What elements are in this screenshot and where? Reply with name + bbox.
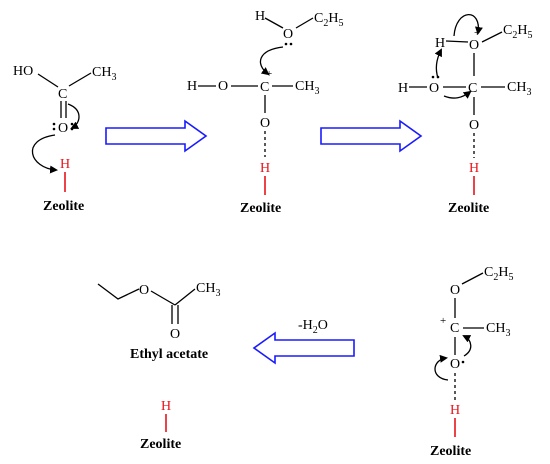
zeolite-label: Zeolite [240, 201, 281, 216]
electron-arrow-to-proton [31, 134, 58, 174]
water-loss-label: -H2O [298, 318, 328, 336]
zeolite-label: Zeolite [43, 199, 84, 214]
hydroxyl-oxygen: O [218, 79, 228, 94]
oxygen-to-zeolite: O [260, 116, 270, 131]
carbonyl-carbon: C [58, 87, 67, 102]
hydroxyl-hydrogen: H [187, 79, 197, 94]
hydroxyl-label: HO [13, 64, 33, 79]
reaction-arrow-3 [252, 331, 355, 365]
methyl-label: CH3 [507, 80, 531, 98]
electron-arrow-lone-pair [443, 90, 472, 99]
step-3-tetrahedral-intermediate: H O + C2H5 H O C CH3 O H Zeolite [398, 14, 532, 216]
product-ethyl-acetate: O CH3 O Ethyl acetate H Zeolite [97, 281, 220, 452]
carbonyl-oxygen: O [58, 121, 68, 136]
methyl-label: CH3 [295, 79, 319, 97]
oxonium-oxygen: O [469, 38, 479, 53]
zeolite-proton: H [260, 161, 270, 176]
ethyl-group: C2H5 [503, 23, 532, 41]
electron-arrow-bond-to-oxygen [453, 14, 483, 37]
carbocation-carbon: C [450, 321, 459, 336]
ester-oxygen: O [139, 283, 149, 298]
methyl-label: CH3 [92, 65, 116, 83]
ethyl-group: C2H5 [484, 265, 513, 283]
ester-oxygen: O [450, 283, 460, 298]
reaction-arrow-1 [105, 119, 208, 153]
tetrahedral-carbon: C [468, 81, 477, 96]
carbocation-carbon: C [260, 80, 269, 95]
step-1-acetic-acid: HO C CH3 O H Zeolite [13, 64, 116, 214]
electron-arrow-proton-transfer [434, 48, 442, 79]
methyl-label: CH3 [486, 321, 510, 339]
zeolite-proton: H [450, 403, 460, 418]
electron-arrow-reform-carbonyl [462, 335, 472, 357]
electron-arrow-pi-bond [67, 103, 80, 129]
reaction-arrow-2 [320, 119, 423, 153]
positive-charge: + [440, 315, 446, 327]
ethyl-chain [97, 283, 140, 300]
ethyl-acetate-label: Ethyl acetate [130, 347, 208, 362]
oxygen-to-zeolite: O [450, 357, 460, 372]
electron-arrow-nucleophilic-attack [259, 46, 284, 76]
zeolite-proton: H [161, 399, 171, 414]
ethanol-oxygen: O [283, 27, 293, 42]
zeolite-label: Zeolite [430, 444, 471, 459]
hydroxyl-oxygen: O [429, 81, 439, 96]
zeolite-label: Zeolite [448, 201, 489, 216]
ethyl-group: C2H5 [314, 11, 343, 29]
zeolite-proton: H [469, 161, 479, 176]
zeolite-label: Zeolite [140, 437, 181, 452]
methyl-label: CH3 [196, 281, 220, 299]
hydroxyl-hydrogen: H [398, 81, 408, 96]
oxonium-hydrogen: H [435, 36, 445, 51]
ethanol-hydrogen: H [255, 9, 265, 24]
zeolite-proton: H [60, 157, 70, 172]
step-4-carbocation: O C2H5 C + CH3 O H Zeolite [430, 265, 513, 459]
electron-arrow-release [434, 354, 449, 381]
oxygen-to-zeolite: O [469, 118, 479, 133]
step-2-protonated-intermediate: H O C2H5 H O C + CH3 O H Zeolite [187, 9, 343, 216]
positive-charge: + [266, 68, 272, 80]
positive-charge: + [474, 27, 480, 39]
carbonyl-oxygen: O [170, 327, 180, 342]
